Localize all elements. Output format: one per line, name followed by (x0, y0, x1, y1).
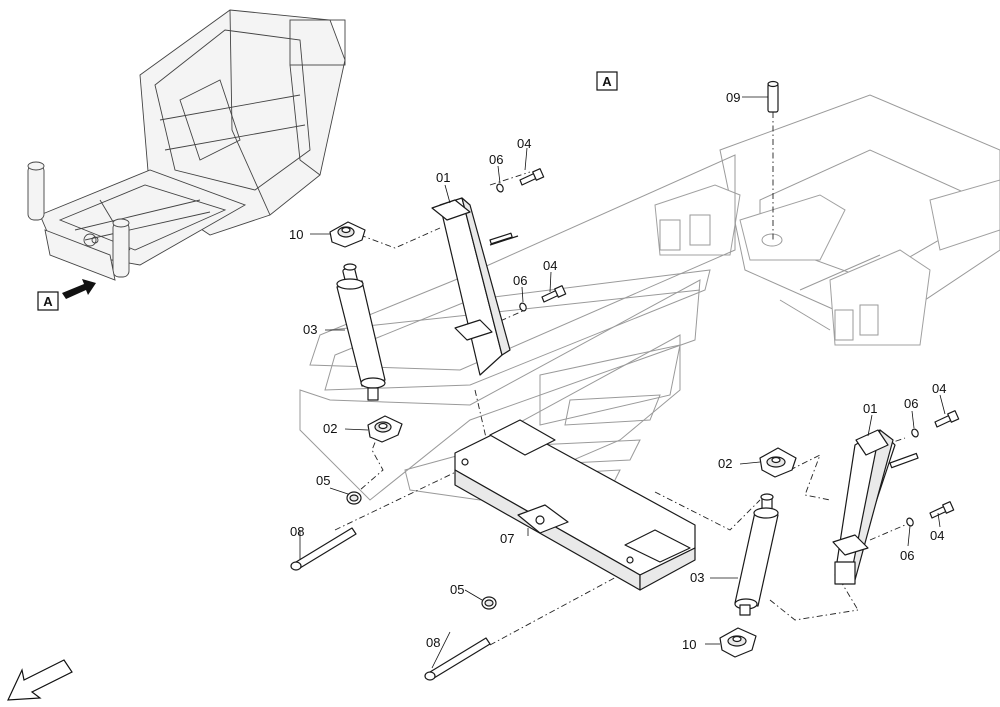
orientation-arrow (7, 659, 73, 701)
washer-part-06-d (906, 517, 914, 527)
lug-part-02-left (367, 415, 403, 443)
callout-10-lower: 10 (682, 637, 696, 652)
long-pin-part-08-left (290, 527, 357, 571)
callout-labels: 01 06 04 10 06 04 03 02 05 08 07 05 08 0… (289, 90, 946, 652)
callout-03-left: 03 (303, 322, 317, 337)
bolt-part-04-a (519, 168, 545, 186)
washer-part-06-c (911, 428, 919, 438)
callout-01-right: 01 (863, 401, 877, 416)
callout-08-right: 08 (426, 635, 440, 650)
pin-part-09 (767, 80, 779, 113)
long-pin-part-08-right (424, 637, 491, 681)
svg-text:A: A (43, 294, 53, 309)
callout-06-right-upper: 06 (904, 396, 918, 411)
view-marker-a-top: A (596, 71, 618, 91)
beam-part-07 (454, 419, 696, 591)
ghost-step-panels (299, 154, 736, 501)
ghost-frame-rear (654, 94, 1000, 346)
bracket-part-01-right (832, 429, 919, 585)
chassis-frame-overview (27, 9, 346, 281)
lug-part-02-right (759, 447, 797, 478)
callout-06-mid: 06 (513, 273, 527, 288)
washer-part-06-a (496, 183, 504, 193)
callout-04-right-lower: 04 (930, 528, 944, 543)
callout-10-upper: 10 (289, 227, 303, 242)
lug-part-10-upper (329, 221, 366, 248)
leader-lines (299, 96, 946, 669)
callout-02-right: 02 (718, 456, 732, 471)
callout-02-left: 02 (323, 421, 337, 436)
clip-part-05-right (481, 596, 497, 610)
bolt-part-04-b (541, 285, 567, 303)
callout-04-right-upper: 04 (932, 381, 946, 396)
bolt-part-04-d (929, 501, 955, 519)
lug-part-10-lower (719, 627, 757, 658)
callout-03-right: 03 (690, 570, 704, 585)
callout-05-right: 05 (450, 582, 464, 597)
callout-01-left: 01 (436, 170, 450, 185)
callout-06-upper: 06 (489, 152, 503, 167)
callout-07: 07 (500, 531, 514, 546)
callout-04-mid: 04 (543, 258, 557, 273)
svg-text:A: A (602, 74, 612, 89)
view-direction-arrow (62, 279, 96, 299)
callout-09: 09 (726, 90, 740, 105)
bolt-part-04-c (934, 410, 960, 428)
callout-06-right-lower: 06 (900, 548, 914, 563)
callout-04-upper: 04 (517, 136, 531, 151)
washer-part-06-b (519, 302, 527, 312)
clip-part-05-left (346, 491, 362, 505)
view-marker-a-left: A (37, 291, 59, 311)
callout-08-left: 08 (290, 524, 304, 539)
bracket-part-01-left (431, 197, 519, 376)
cylinder-part-03-right (734, 493, 779, 616)
callout-05-left: 05 (316, 473, 330, 488)
cylinder-part-03-left (336, 263, 386, 401)
